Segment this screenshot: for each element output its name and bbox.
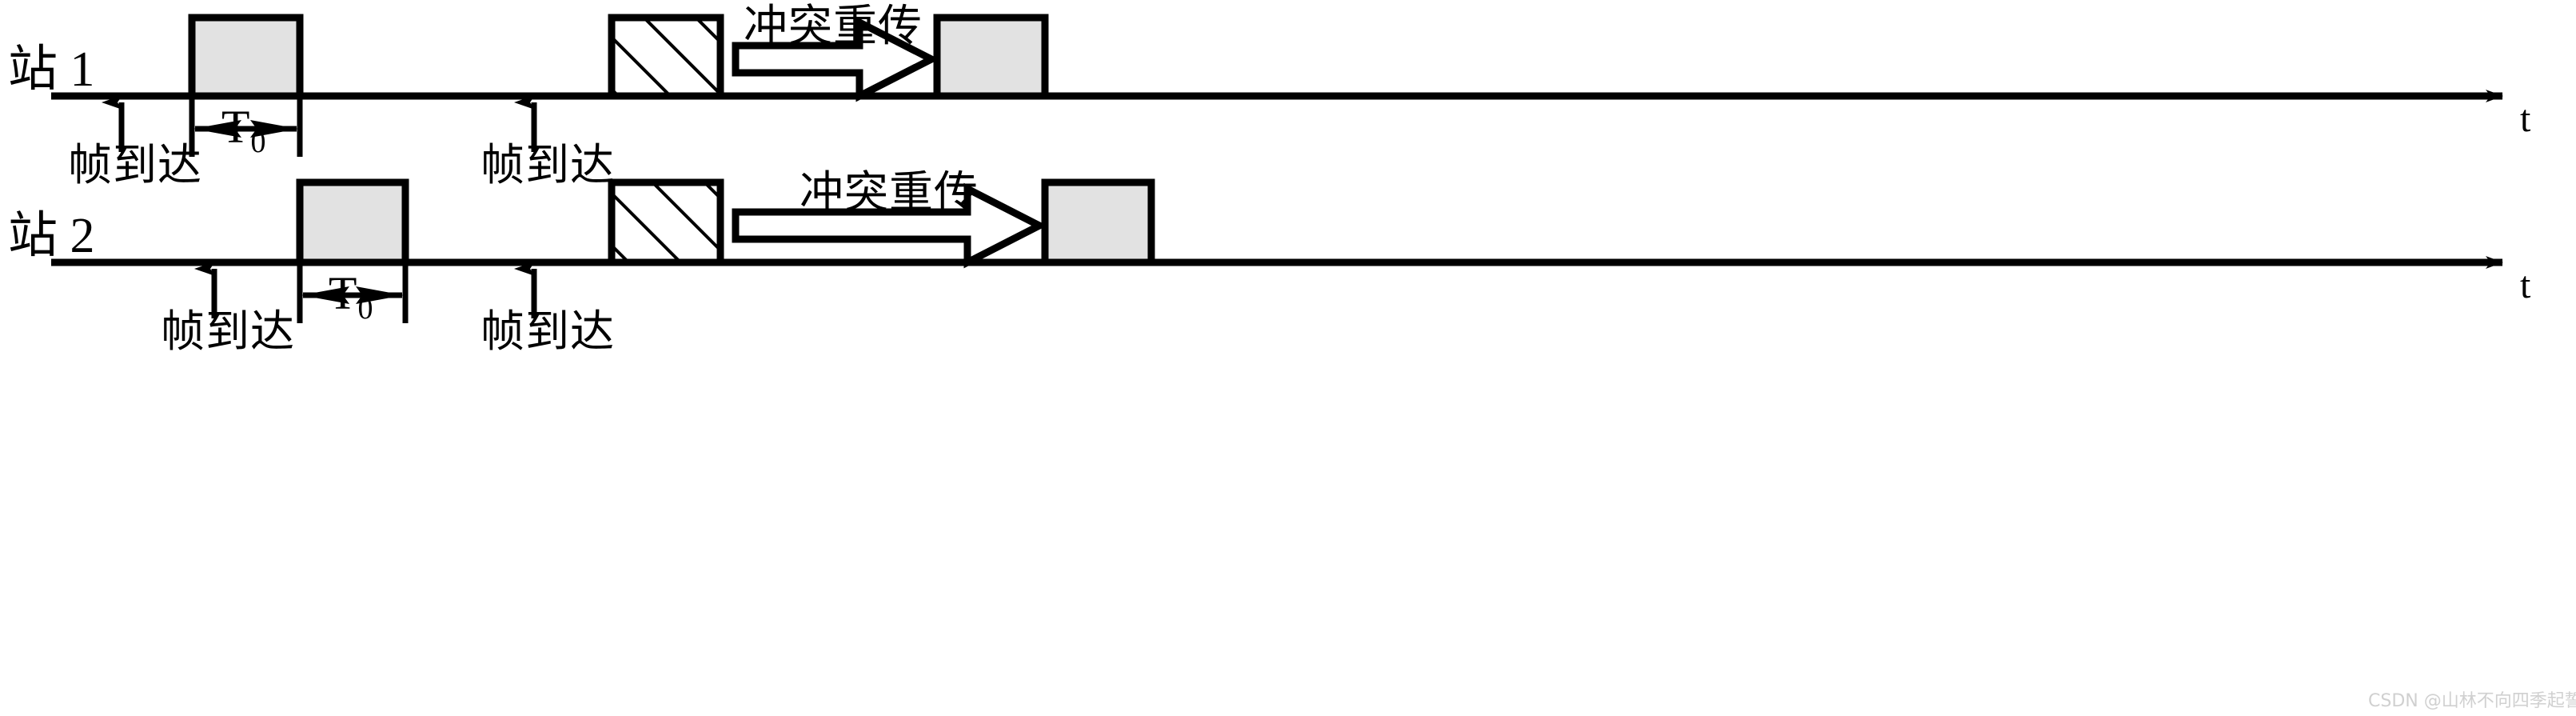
station-1-retransmit-arrow (732, 16, 939, 102)
station-1-axis-label: t (2520, 98, 2531, 140)
station-2-frame-retransmit (1041, 178, 1155, 266)
station-2-axis-label: t (2520, 264, 2531, 306)
station-2-t0-subscript: 0 (357, 292, 373, 326)
station-1-arrival-1-label: 帧到达 (68, 139, 203, 190)
station-2-retransmit-label: 冲突重传 (800, 166, 979, 218)
station-2-retransmit-arrow (732, 182, 1047, 269)
station-2-t0-base: T (329, 267, 357, 319)
station-2-arrival-2-label: 帧到达 (481, 306, 616, 357)
station-1-retransmit-label: 冲突重传 (744, 0, 923, 51)
station-2-t0-label: T0 (329, 267, 373, 325)
station-1-t0-label: T0 (221, 101, 265, 158)
station-2-frame-1 (296, 178, 409, 266)
station-1-frame-retransmit (933, 14, 1049, 100)
station-1-t0-base: T (221, 101, 250, 153)
station-1-arrival-2-label: 帧到达 (481, 139, 616, 190)
station-2-arrival-1-label: 帧到达 (161, 306, 296, 357)
station-1-frame-1 (188, 14, 304, 100)
csdn-watermark: CSDN @山林不向四季起誓 (2368, 691, 2576, 711)
station-1-collision-block (608, 14, 724, 100)
station-2-name: 站 2 (8, 209, 95, 263)
station-1-t0-subscript: 0 (250, 126, 266, 159)
station-2-collision-block (608, 178, 724, 266)
station-1-name: 站 1 (8, 42, 95, 97)
